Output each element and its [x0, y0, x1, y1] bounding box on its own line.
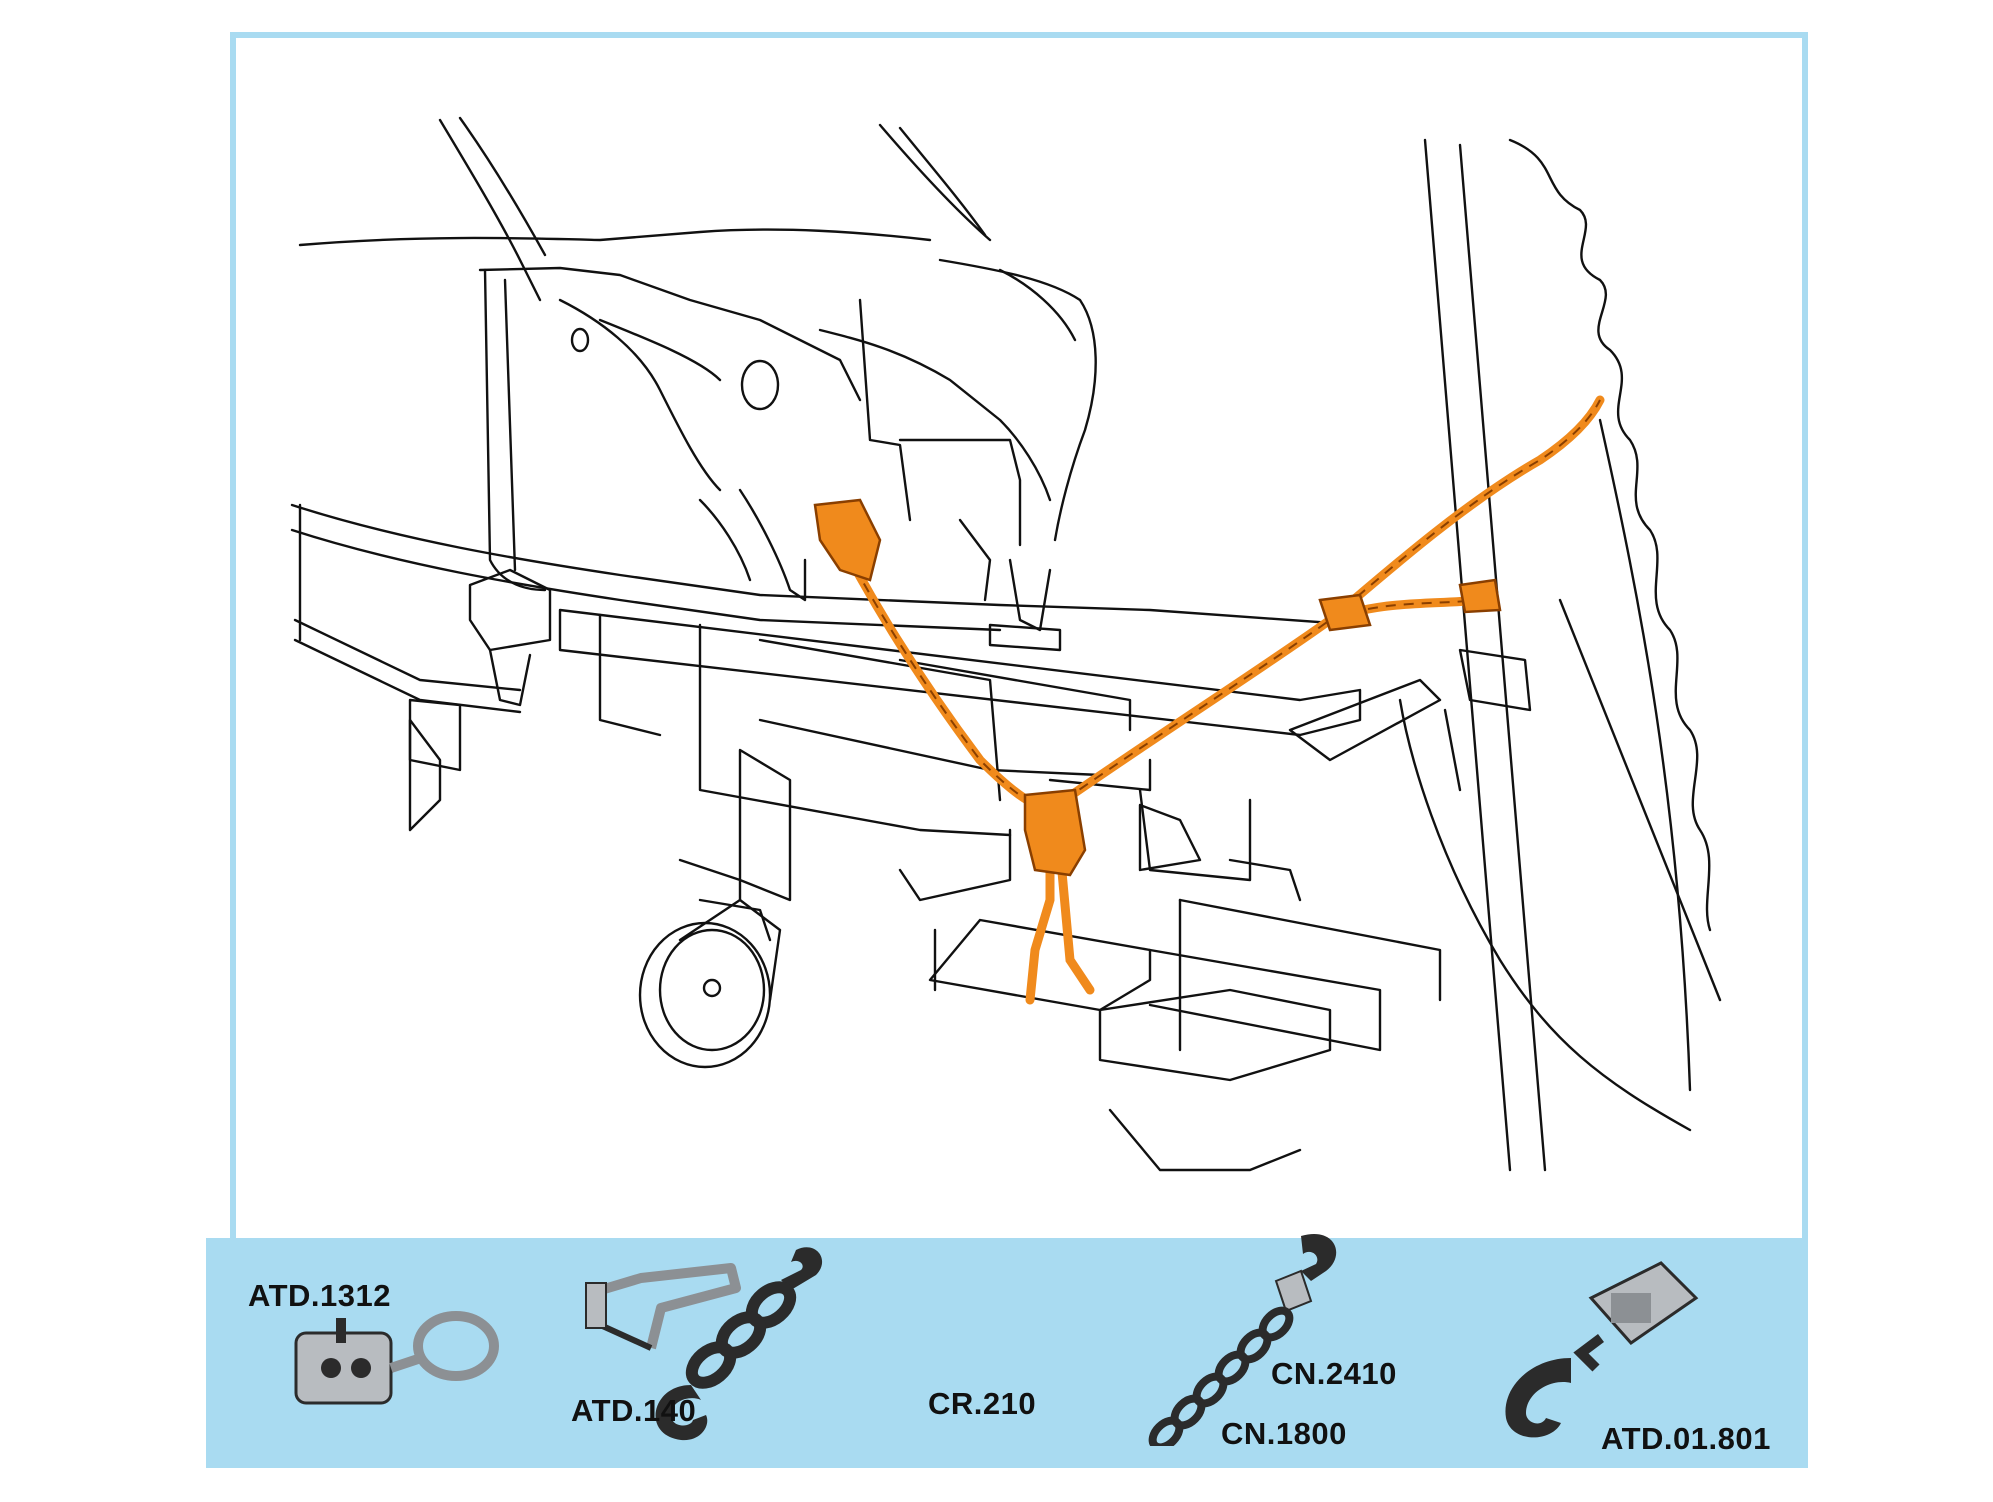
chassis-clamps — [408, 558, 1302, 942]
part-label-atd140: ATD.140 — [571, 1393, 697, 1428]
accessories-band: ATD.1312 ATD.140 CR.210 CN.2410 CN.1800 … — [206, 1234, 1808, 1468]
part-label-atd01801: ATD.01.801 — [1601, 1421, 1771, 1456]
pull-clamp-ring-icon — [294, 1311, 499, 1405]
caster-wheel — [638, 898, 782, 1069]
car-body — [298, 116, 1097, 602]
part-label-cn2410: CN.2410 — [1271, 1356, 1397, 1391]
clamp-hook-icon — [1505, 1261, 1699, 1438]
pulling-tower — [1288, 138, 1722, 1172]
pulling-chain — [825, 395, 1605, 1005]
chain-links-detail — [829, 399, 1601, 811]
part-label-cr210: CR.210 — [928, 1386, 1037, 1421]
strap-bracket-icon — [585, 1263, 741, 1351]
double-hook-chain-icon — [655, 1247, 823, 1441]
chain-with-hook-icon — [1148, 1234, 1337, 1446]
part-label-atd1312: ATD.1312 — [248, 1278, 391, 1313]
chain-hooks — [813, 498, 1502, 877]
illustration-frame — [230, 32, 1808, 1427]
part-label-cn1800: CN.1800 — [1221, 1416, 1347, 1451]
bench-frame — [290, 503, 1442, 1172]
